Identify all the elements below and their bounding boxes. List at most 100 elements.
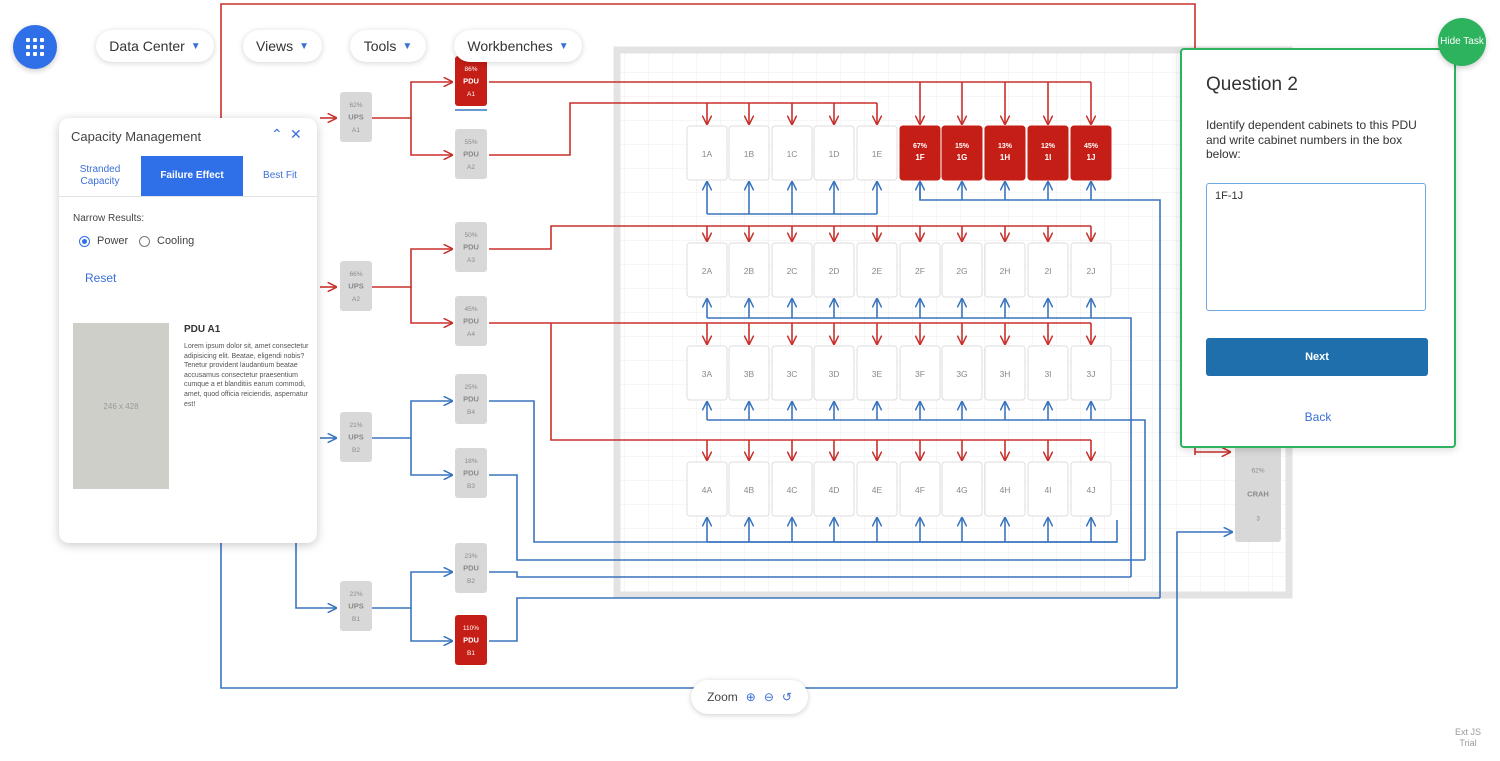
cabinet-3d[interactable]: 3D: [813, 345, 855, 401]
cabinet-label: 2F: [915, 266, 925, 276]
radio-cooling[interactable]: Cooling: [139, 235, 194, 247]
tab-stranded-capacity[interactable]: Stranded Capacity: [79, 164, 121, 187]
cabinet-2f[interactable]: 2F: [899, 242, 941, 298]
cabinet-2b[interactable]: 2B: [728, 242, 770, 298]
cabinet-box: [941, 242, 983, 298]
cabinet-1b[interactable]: 1B: [728, 125, 770, 181]
tab-failure-effect[interactable]: Failure Effect: [141, 156, 243, 196]
cabinet-label: 3F: [915, 369, 925, 379]
cabinet-box: [728, 461, 770, 517]
pdu-node-box: [455, 296, 487, 346]
cabinet-label: 1A: [702, 149, 713, 159]
pdu-node-label: 18%: [464, 458, 477, 465]
zoom-in-icon[interactable]: ⊕: [745, 690, 756, 704]
reset-link[interactable]: Reset: [85, 271, 117, 285]
cabinet-3a[interactable]: 3A: [686, 345, 728, 401]
menu-data-center[interactable]: Data Center▼: [96, 30, 214, 62]
cabinet-box: [686, 125, 728, 181]
cabinet-2g[interactable]: 2G: [941, 242, 983, 298]
cabinet-2d[interactable]: 2D: [813, 242, 855, 298]
cabinet-2e[interactable]: 2E: [856, 242, 898, 298]
cabinet-label: 1C: [787, 149, 798, 159]
detail-description: Lorem ipsum dolor sit, amet consectetur …: [184, 343, 309, 408]
cabinet-1e[interactable]: 1E: [856, 125, 898, 181]
cabinet-4a[interactable]: 4A: [686, 461, 728, 517]
cabinet-label: 1B: [744, 149, 755, 159]
cabinet-3b[interactable]: 3B: [728, 345, 770, 401]
cabinet-label: 3E: [872, 369, 883, 379]
question-title: Question 2: [1206, 74, 1298, 95]
menu-tools[interactable]: Tools▼: [350, 30, 426, 62]
menu-workbenches[interactable]: Workbenches▼: [454, 30, 582, 62]
cabinet-3e[interactable]: 3E: [856, 345, 898, 401]
cabinet-1j[interactable]: 45%1J: [1070, 125, 1112, 181]
pdu-node-label: PDU: [463, 243, 479, 252]
menu-label: Tools: [363, 38, 397, 54]
cabinet-2i[interactable]: 2I: [1027, 242, 1069, 298]
cabinet-3c[interactable]: 3C: [771, 345, 813, 401]
cabinet-4b[interactable]: 4B: [728, 461, 770, 517]
cabinet-box: [899, 461, 941, 517]
cabinet-1i[interactable]: 12%1I: [1027, 125, 1069, 181]
ups-node-label: A1: [352, 127, 360, 134]
cabinet-2h[interactable]: 2H: [984, 242, 1026, 298]
menu-views[interactable]: Views▼: [243, 30, 322, 62]
cabinet-3h[interactable]: 3H: [984, 345, 1026, 401]
cabinet-1h[interactable]: 13%1H: [984, 125, 1026, 181]
tab-best-fit[interactable]: Best Fit: [263, 170, 297, 181]
zoom-reset-icon[interactable]: ↺: [781, 690, 792, 704]
cabinet-pct: 13%: [998, 143, 1013, 150]
close-icon[interactable]: ✕: [290, 126, 302, 142]
cabinet-label: 2D: [829, 266, 840, 276]
cabinet-3f[interactable]: 3F: [899, 345, 941, 401]
cabinet-box: [771, 242, 813, 298]
hide-task-button[interactable]: Hide Task: [1438, 18, 1486, 66]
cabinet-4c[interactable]: 4C: [771, 461, 813, 517]
pdu-node-box: [455, 129, 487, 179]
cabinet-1d[interactable]: 1D: [813, 125, 855, 181]
zoom-out-icon[interactable]: ⊖: [763, 690, 774, 704]
next-button[interactable]: Next: [1206, 338, 1428, 376]
app-menu-button[interactable]: [13, 25, 57, 69]
back-link[interactable]: Back: [1304, 410, 1332, 424]
cabinet-4h[interactable]: 4H: [984, 461, 1026, 517]
cabinet-2a[interactable]: 2A: [686, 242, 728, 298]
cabinet-3j[interactable]: 3J: [1070, 345, 1112, 401]
cabinet-4g[interactable]: 4G: [941, 461, 983, 517]
cabinet-1g[interactable]: 15%1G: [941, 125, 983, 181]
cabinet-pct: 67%: [913, 143, 928, 150]
cabinet-label: 1F: [915, 153, 924, 162]
cabinet-box: [984, 461, 1026, 517]
cabinet-3i[interactable]: 3I: [1027, 345, 1069, 401]
radio-power[interactable]: Power: [79, 235, 128, 247]
cabinet-1f[interactable]: 67%1F: [899, 125, 941, 181]
cabinet-2j[interactable]: 2J: [1070, 242, 1112, 298]
cabinet-4i[interactable]: 4I: [1027, 461, 1069, 517]
answer-textarea[interactable]: 1F-1J: [1206, 183, 1426, 311]
cabinet-4j[interactable]: 4J: [1070, 461, 1112, 517]
cabinet-2c[interactable]: 2C: [771, 242, 813, 298]
blue-bus-wire: [707, 419, 1146, 560]
cabinet-1a[interactable]: 1A: [686, 125, 728, 181]
crah-node-label: 3: [1256, 516, 1260, 523]
cabinet-4f[interactable]: 4F: [899, 461, 941, 517]
cabinet-3g[interactable]: 3G: [941, 345, 983, 401]
cabinet-1c[interactable]: 1C: [771, 125, 813, 181]
cabinet-4e[interactable]: 4E: [856, 461, 898, 517]
cabinet-4d[interactable]: 4D: [813, 461, 855, 517]
collapse-icon[interactable]: ⌃: [271, 126, 283, 142]
